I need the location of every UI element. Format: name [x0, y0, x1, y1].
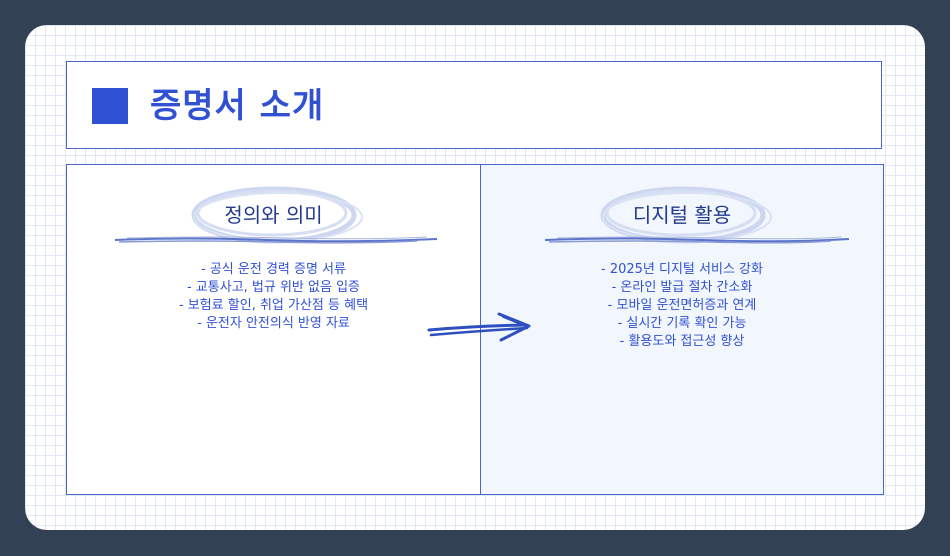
digital-panel: 디지털 활용 - 2025년 디지털 서비스 강화 - 온라인 발급 절차 간소… [480, 164, 884, 495]
list-item: - 공식 운전 경력 증명 서류 [201, 262, 346, 277]
definition-heading-group: 정의와 의미 [67, 185, 480, 255]
definition-heading: 정의와 의미 [224, 203, 323, 227]
list-item: - 활용도와 접근성 향상 [619, 334, 745, 349]
definition-list: - 공식 운전 경력 증명 서류 - 교통사고, 법규 위반 없음 입증 - 보… [67, 261, 480, 333]
list-item: - 교통사고, 법규 위반 없음 입증 [186, 280, 360, 295]
list-item: - 보험료 할인, 취업 가산점 등 혜택 [178, 298, 369, 313]
definition-panel: 정의와 의미 - 공식 운전 경력 증명 서류 - 교통사고, 법규 위반 없음… [66, 164, 481, 495]
slide: 증명서 소개 정의와 의미 - 공식 운전 경력 증명 서류 - 교통사고, 법… [25, 25, 925, 530]
digital-list: - 2025년 디지털 서비스 강화 - 온라인 발급 절차 간소화 - 모바일… [481, 261, 883, 351]
list-item: - 운전자 안전의식 반영 자료 [197, 316, 350, 331]
digital-heading: 디지털 활용 [632, 203, 732, 227]
page-title: 증명서 소개 [150, 86, 325, 126]
arrow-right-icon [427, 312, 531, 342]
scribble-circle-icon [114, 186, 438, 244]
list-item: - 2025년 디지털 서비스 강화 [601, 262, 763, 277]
title-square-icon [92, 88, 128, 124]
list-item: - 실시간 기록 확인 가능 [617, 316, 747, 331]
list-item: - 온라인 발급 절차 간소화 [611, 280, 753, 295]
list-item: - 모바일 운전면허증과 연계 [607, 298, 757, 313]
digital-heading-group: 디지털 활용 [481, 185, 883, 255]
scribble-circle-icon [544, 186, 850, 244]
title-box: 증명서 소개 [66, 61, 882, 149]
